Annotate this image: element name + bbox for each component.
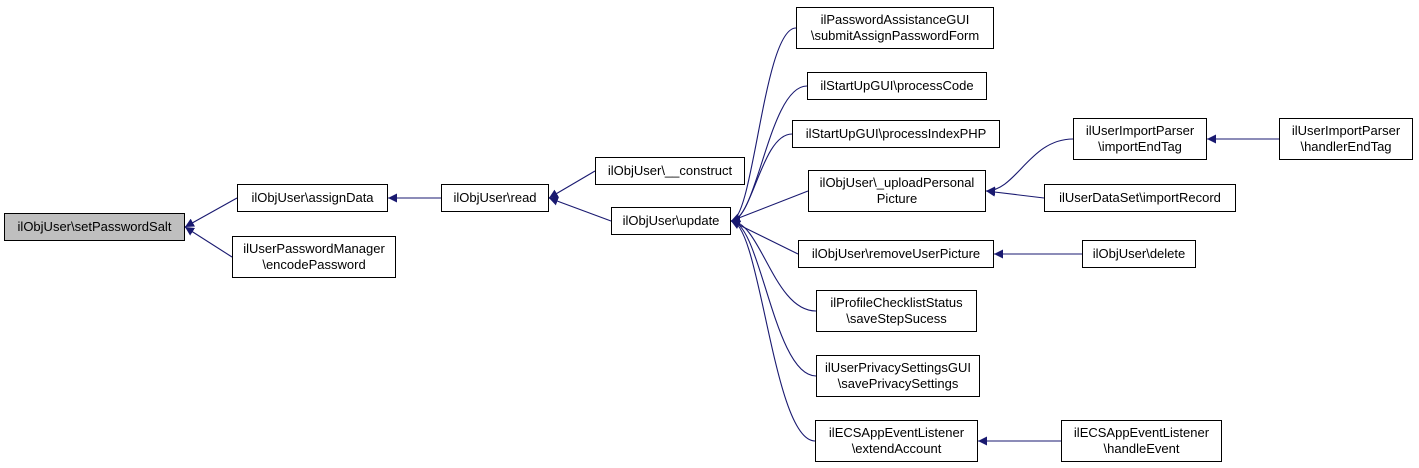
node-label-line: \importEndTag	[1098, 139, 1182, 154]
node-label-line: ilUserImportParser	[1085, 123, 1195, 138]
node-label-line: \savePrivacySettings	[837, 376, 959, 391]
node-label-line: ilECSAppEventListener	[1073, 425, 1210, 440]
edge-construct-to-read	[548, 170, 596, 199]
node-label-line: ilUserDataSet\importRecord	[1059, 190, 1221, 205]
node-remove-user-picture[interactable]: ilObjUser\removeUserPicture	[798, 240, 994, 268]
node-update[interactable]: ilObjUser\update	[611, 207, 731, 235]
node-handler-end-tag[interactable]: ilUserImportParser\handlerEndTag	[1279, 118, 1413, 160]
node-label-line: \encodePassword	[262, 257, 366, 272]
edge-extendAccount-to-update	[730, 216, 816, 442]
node-label-line: ilObjUser\update	[622, 213, 720, 228]
node-label-line: ilUserPasswordManager	[243, 241, 385, 256]
node-submit-assign[interactable]: ilPasswordAssistanceGUI\submitAssignPass…	[796, 7, 994, 49]
edge-removeUserPicture-to-update	[730, 220, 799, 255]
node-label-line: ilObjUser\__construct	[607, 163, 733, 178]
node-construct[interactable]: ilObjUser\__construct	[595, 157, 745, 185]
node-label-line: \saveStepSucess	[846, 311, 947, 326]
node-label-line: \extendAccount	[851, 441, 942, 456]
node-encode-password[interactable]: ilUserPasswordManager\encodePassword	[232, 236, 396, 278]
node-set-password-salt: ilObjUser\setPasswordSalt	[4, 213, 185, 241]
edge-saveStepSucess-to-update	[730, 216, 817, 312]
node-save-step-sucess[interactable]: ilProfileChecklistStatus\saveStepSucess	[816, 290, 977, 332]
node-save-privacy[interactable]: ilUserPrivacySettingsGUI\savePrivacySett…	[816, 355, 980, 397]
node-label-line: \handlerEndTag	[1300, 139, 1392, 154]
node-delete[interactable]: ilObjUser\delete	[1082, 240, 1196, 268]
node-label-line: ilObjUser\assignData	[251, 190, 374, 205]
node-read[interactable]: ilObjUser\read	[441, 184, 549, 212]
edge-submitAssign-to-update	[730, 27, 797, 226]
node-process-code[interactable]: ilStartUpGUI\processCode	[807, 72, 987, 100]
node-label-line: ilStartUpGUI\processIndexPHP	[805, 126, 987, 141]
edge-assignData-to-setPasswordSalt	[184, 197, 238, 228]
node-import-record[interactable]: ilUserDataSet\importRecord	[1044, 184, 1236, 212]
edge-encodePassword-to-setPasswordSalt	[184, 226, 233, 258]
edge-uploadPicture-to-update	[730, 190, 809, 222]
node-assign-data[interactable]: ilObjUser\assignData	[237, 184, 388, 212]
node-label-line: ilUserPrivacySettingsGUI	[825, 360, 971, 375]
node-label-line: Picture	[876, 191, 918, 206]
node-label-line: ilProfileChecklistStatus	[830, 295, 963, 310]
node-label-line: ilUserImportParser	[1291, 123, 1401, 138]
node-label-line: ilStartUpGUI\processCode	[820, 78, 974, 93]
edge-importRecord-to-uploadPicture	[985, 187, 1045, 199]
node-label-line: ilObjUser\read	[453, 190, 537, 205]
node-process-index-php[interactable]: ilStartUpGUI\processIndexPHP	[792, 120, 1000, 148]
node-label-line: ilObjUser\setPasswordSalt	[17, 219, 172, 234]
edge-update-to-read	[548, 196, 612, 222]
node-label-line: ilPasswordAssistanceGUI	[820, 12, 970, 27]
node-import-end-tag[interactable]: ilUserImportParser\importEndTag	[1073, 118, 1207, 160]
node-label-line: ilObjUser\_uploadPersonal	[819, 175, 975, 190]
node-handle-event[interactable]: ilECSAppEventListener\handleEvent	[1061, 420, 1222, 462]
edge-savePrivacy-to-update	[730, 216, 817, 377]
node-extend-account[interactable]: ilECSAppEventListener\extendAccount	[815, 420, 978, 462]
node-label-line: \submitAssignPasswordForm	[810, 28, 980, 43]
node-label-line: \handleEvent	[1103, 441, 1180, 456]
edge-importEndTag-to-uploadPicture	[985, 138, 1074, 196]
node-label-line: ilObjUser\delete	[1092, 246, 1186, 261]
node-label-line: ilObjUser\removeUserPicture	[811, 246, 981, 261]
node-label-line: ilECSAppEventListener	[828, 425, 965, 440]
